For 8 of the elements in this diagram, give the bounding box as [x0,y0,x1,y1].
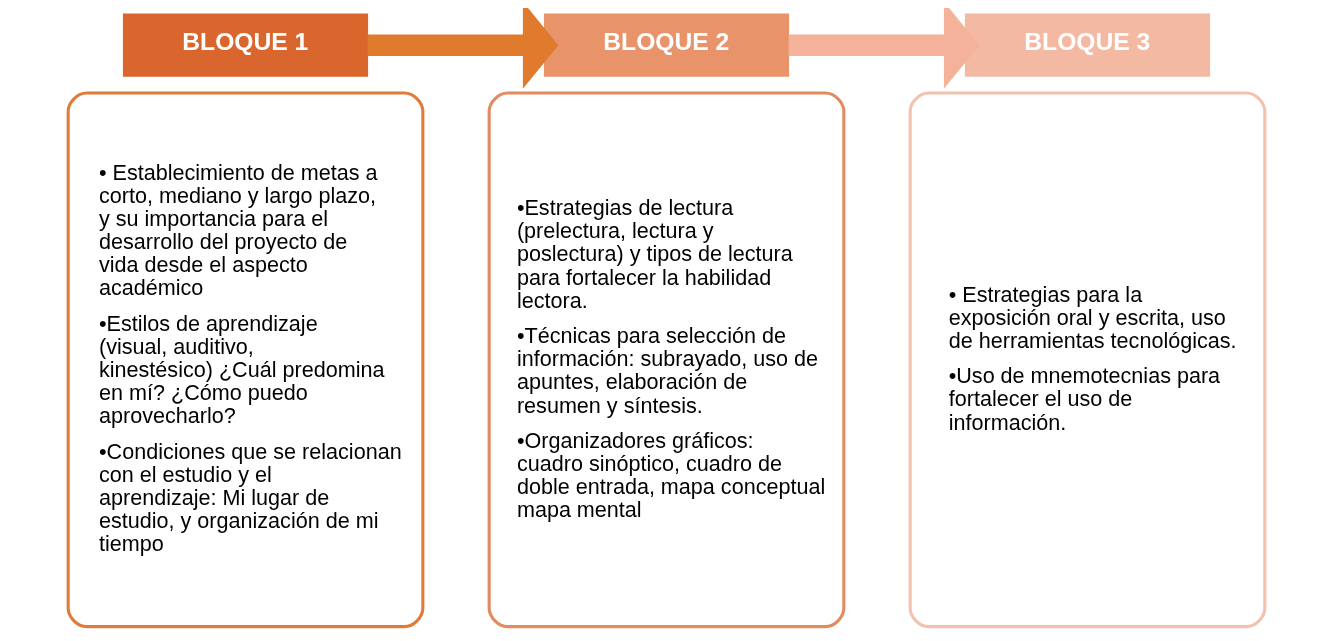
node-box: BLOQUE 2 [543,13,789,77]
arrow [788,8,979,89]
arrow [367,8,558,89]
node-box: • Establecimiento de metas a corto, mediano y largo plazo, y su importancia para el desarrollo del proyecto de vida desde el aspecto académico •Estilos de aprendizaje (visual, auditivo, kinestésico) ¿Cuál predomina en mí? ¿Cómo puedo aprovecharlo? •Condiciones que se relacionan con el estudio y el aprendizaje: Mi lugar de estudio, y organización de mi tiempo [66,91,424,629]
node-box: • Estrategias para la exposición oral y escrita, uso de herramientas tecnológicas. •Uso de mnemotecnias para fortalecer el uso de información. [908,91,1266,629]
node-box: BLOQUE 1 [122,13,368,77]
node-box: •Estrategias de lectura (prelectura, lectura y poslectura) y tipos de lectura para fortalecer la habilidad lectora. •Técnicas para selección de información: subrayado, uso de apuntes, elaboración de resumen y síntesis. •Organizadores gráficos: cuadro sinóptico, cuadro de doble entrada, mapa conceptual mapa mental [487,91,845,629]
node-box: BLOQUE 3 [964,13,1210,77]
